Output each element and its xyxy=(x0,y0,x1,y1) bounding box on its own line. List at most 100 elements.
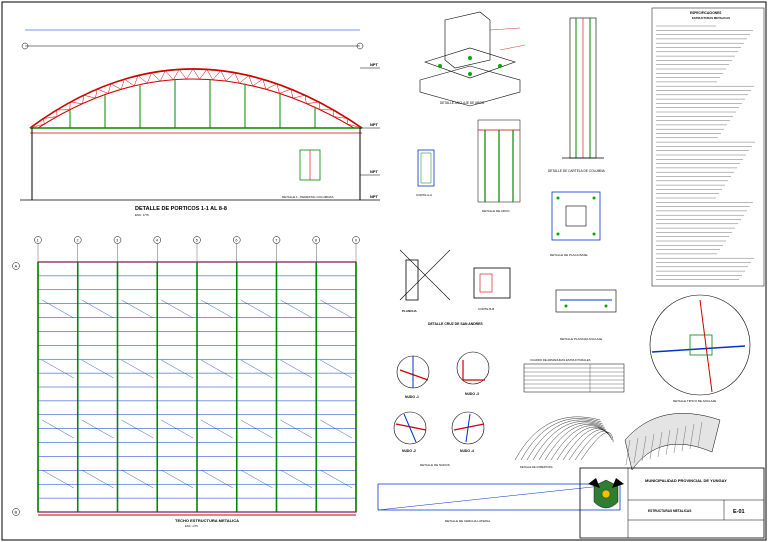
plancha-label: PLANCHA xyxy=(402,309,417,313)
typical-anchor-title: DETALLE TIPICO DE ANCLAJE xyxy=(673,399,716,403)
iso-rib xyxy=(657,431,663,458)
roof-brace xyxy=(200,469,233,489)
iso-rib xyxy=(633,437,639,464)
roof-brace xyxy=(161,469,194,489)
table-frame xyxy=(523,363,625,393)
leader xyxy=(499,44,526,51)
roof-brace xyxy=(41,299,74,319)
axis-bubble xyxy=(113,236,122,244)
anchor-detail-title: DETALLE ANCLAJE DE ARCO xyxy=(440,101,485,105)
bolt xyxy=(438,64,442,68)
notes-subtitle: ESTRUCTURAS METALICAS xyxy=(692,16,730,20)
cobertura-rib xyxy=(538,422,605,461)
plancha-plate xyxy=(405,259,419,301)
iso-rib xyxy=(681,425,687,452)
section-a-title: CORTE A-A xyxy=(416,193,432,197)
level-label: NPT xyxy=(370,169,379,174)
roof-brace xyxy=(240,299,273,319)
section-a-inner xyxy=(420,152,432,184)
roof-brace xyxy=(121,419,154,439)
roof-grid xyxy=(37,261,357,516)
node-circle xyxy=(456,351,490,385)
axis-bubble xyxy=(272,236,281,244)
axis-label: 2 xyxy=(77,239,79,243)
node-circle xyxy=(451,411,485,445)
axis-label: 8 xyxy=(315,239,317,243)
roof-brace xyxy=(81,419,114,439)
arch-diagonal xyxy=(29,68,363,129)
node-member xyxy=(453,423,485,431)
roof-brace xyxy=(320,419,353,439)
cobertura-rib xyxy=(514,416,601,461)
anchor-chord-2 xyxy=(699,299,713,393)
cobertura-rib xyxy=(520,418,602,461)
node-member xyxy=(465,413,471,443)
cobertura-title: DETALLE DE COBERTURA xyxy=(520,465,553,469)
cobertura-rib xyxy=(544,424,607,461)
bolt xyxy=(498,64,502,68)
brace-cross xyxy=(399,249,451,301)
brace-detail-title: DETALLE DE ARCO xyxy=(482,209,510,213)
axis-bubble xyxy=(233,236,241,244)
node-label: NUDO -1 xyxy=(405,395,419,399)
roof-brace xyxy=(320,299,353,319)
cobertura-rib xyxy=(532,421,604,461)
roof-plan-title: TECHO ESTRUCTURA METALICA xyxy=(175,518,239,523)
iso-roof xyxy=(624,413,721,471)
row-label: A xyxy=(15,264,18,269)
node-label: NUDO -3 xyxy=(465,392,479,396)
iso-rib xyxy=(641,435,647,462)
roof-brace xyxy=(200,419,233,439)
arch-inner-chord xyxy=(37,78,355,129)
plate-bolt xyxy=(556,232,560,236)
row-label: B xyxy=(15,510,18,515)
arch-lattice xyxy=(29,68,363,129)
pedestal-iso xyxy=(444,11,491,69)
cobertura-rib xyxy=(580,432,614,461)
san-andres-title: DETALLE CRUZ DE SAN ANDRES xyxy=(428,322,483,326)
section-a-shape xyxy=(417,149,435,187)
axis-bubble xyxy=(193,236,201,244)
roof-brace xyxy=(320,359,353,379)
level-label: NPT xyxy=(370,62,379,67)
roof-brace xyxy=(200,359,233,379)
anchor-plate xyxy=(689,334,713,356)
axis-bubble xyxy=(74,236,82,244)
roof-brace xyxy=(280,469,313,489)
table-rows xyxy=(524,364,624,392)
roof-brace xyxy=(161,419,194,439)
portico-scale: ESC: 1/75 xyxy=(135,213,149,217)
axis-bubble xyxy=(34,236,42,244)
plate-bolt xyxy=(556,196,560,200)
municipal-emblem-icon xyxy=(588,478,624,509)
anchor-detail: DETALLE ANCLAJE DE ARCO xyxy=(419,11,526,107)
roof-brace xyxy=(41,469,74,489)
footing xyxy=(419,65,521,107)
leader xyxy=(489,27,521,31)
roof-brace xyxy=(240,359,273,379)
plancha-anclaje-detail: DETALLE PLANCHA ANCLAJE xyxy=(555,289,617,341)
iso-roof-shell xyxy=(624,413,721,471)
arch-outer-chord xyxy=(29,68,363,129)
cercha-lateral-detail: DETALLE DE CERCHA LATERAL xyxy=(377,483,621,523)
axis-bubble xyxy=(312,236,320,244)
bolt xyxy=(468,56,472,60)
notes-panel: ESPECIFICACIONES ESTRUCTURAS METALICAS xyxy=(651,7,765,287)
node-member xyxy=(395,423,427,431)
cobertura-rib xyxy=(550,425,608,461)
title-block-org: MUNICIPALIDAD PROVINCIAL DE YUNGAY xyxy=(645,478,727,483)
roof-brace xyxy=(81,469,114,489)
iso-ribs xyxy=(625,421,703,466)
axis-label: 5 xyxy=(196,239,198,243)
roof-brace xyxy=(280,419,313,439)
roof-brace xyxy=(280,359,313,379)
iso-rib xyxy=(665,429,671,456)
axis-bubble xyxy=(356,42,364,50)
level-label: NPT xyxy=(370,122,379,127)
roof-brace xyxy=(161,299,194,319)
anclaje-plate xyxy=(555,289,617,313)
axis-bubble xyxy=(153,236,161,244)
node-detail-title: DETALLE DE NUDOS xyxy=(420,463,450,467)
iso-rib xyxy=(697,421,703,448)
